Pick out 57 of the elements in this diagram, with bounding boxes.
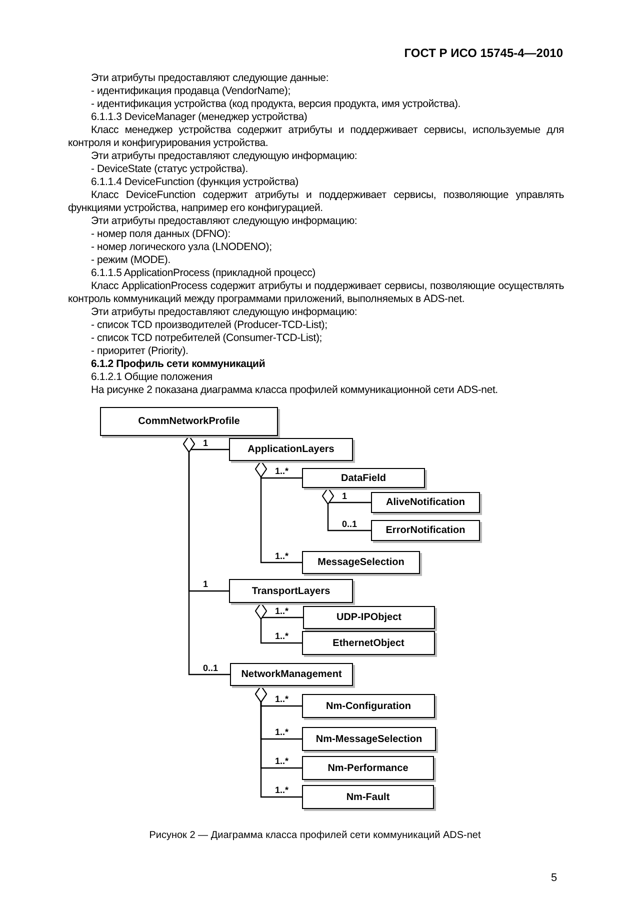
paragraph: 6.1.1.4 DeviceFunction (функция устройства) bbox=[90, 176, 300, 189]
multiplicity-label: 1..* bbox=[274, 727, 290, 737]
paragraph: - номер логического узла (LNODENO); bbox=[90, 241, 273, 254]
class-box: TransportLayers bbox=[229, 579, 353, 603]
class-box: Nm-Performance bbox=[302, 756, 434, 780]
class-box: AliveNotification bbox=[371, 492, 480, 513]
paragraph: Эти атрибуты предоставляют следующую информацию: bbox=[90, 306, 358, 319]
paragraph: Класс DeviceFunction содержит атрибуты и поддерживает сервисы, позволяющие управлять функциями устройства, например его конфигурацией. bbox=[68, 189, 564, 215]
paragraph: - список TCD производителей (Producer-TCD-List); bbox=[90, 319, 328, 332]
multiplicity-label: 1..* bbox=[274, 756, 290, 766]
class-box: ErrorNotification bbox=[371, 520, 480, 541]
aggregation-connector bbox=[322, 488, 371, 532]
paragraph: - список TCD потребителей (Consumer-TCD-List); bbox=[90, 332, 323, 345]
paragraph: - номер поля данных (DFNO): bbox=[90, 228, 232, 241]
paragraph: - идентификация устройства (код продукта, версия продукта, имя устройства). bbox=[90, 98, 462, 111]
multiplicity-label: 1..* bbox=[274, 466, 290, 476]
page-number: 5 bbox=[551, 871, 558, 886]
paragraph: 6.1.1.3 DeviceManager (менеджер устройства) bbox=[90, 111, 308, 124]
class-box: EthernetObject bbox=[302, 631, 435, 655]
multiplicity-label: 0..1 bbox=[341, 518, 358, 528]
paragraph: На рисунке 2 показана диаграмма класса профилей коммуникационной сети ADS-net. bbox=[90, 384, 499, 397]
paragraph: - DeviceState (статус устройства). bbox=[90, 163, 249, 176]
aggregation-connector bbox=[255, 460, 302, 564]
class-box: UDP-IPObject bbox=[303, 606, 435, 629]
class-box: Nm-MessageSelection bbox=[302, 727, 436, 751]
multiplicity-label: 1..* bbox=[274, 785, 290, 795]
paragraph: 6.1.2.1 Общие положения bbox=[90, 371, 214, 384]
multiplicity-label: 1..* bbox=[274, 694, 290, 704]
paragraph: - идентификация продавца (VendorName); bbox=[90, 85, 292, 98]
aggregation-connector bbox=[183, 436, 230, 676]
paragraph: Эти атрибуты предоставляют следующую информацию: bbox=[90, 150, 358, 163]
class-box: Nm-Configuration bbox=[302, 694, 435, 718]
paragraph: - приоритет (Priority). bbox=[90, 345, 190, 358]
aggregation-connector bbox=[255, 686, 302, 798]
multiplicity-label: 1 bbox=[202, 579, 210, 589]
class-box: MessageSelection bbox=[302, 551, 420, 574]
multiplicity-label: 0..1 bbox=[202, 662, 220, 672]
paragraph: Класс менеджер устройства содержит атрибуты и поддерживает сервисы, используемые для контроля и конфигурирования устройства. bbox=[68, 124, 564, 150]
multiplicity-label: 1..* bbox=[274, 550, 290, 560]
class-box: DataField bbox=[302, 468, 425, 488]
paragraph: Класс ApplicationProcess содержит атрибуты и поддерживает сервисы, позволяющие осуществлять контроль коммуникаций между программами приложений, выполняемых в ADS-net. bbox=[68, 280, 564, 306]
aggregation-connector bbox=[255, 602, 302, 644]
paragraph: - режим (MODE). bbox=[90, 254, 172, 267]
class-box: Nm-Fault bbox=[302, 785, 434, 809]
multiplicity-label: 1..* bbox=[274, 606, 290, 616]
multiplicity-label: 1..* bbox=[274, 631, 290, 641]
class-box: NetworkManagement bbox=[230, 663, 353, 686]
section-heading: 6.1.2 Профиль сети коммуникаций bbox=[90, 358, 266, 371]
paragraph: Эти атрибуты предоставляют следующую информацию: bbox=[90, 215, 358, 228]
multiplicity-label: 1 bbox=[202, 438, 210, 448]
paragraph: Эти атрибуты предоставляют следующие данные: bbox=[90, 72, 330, 85]
class-box: ApplicationLayers bbox=[229, 438, 353, 461]
multiplicity-label: 1 bbox=[341, 490, 348, 500]
class-box: CommNetworkProfile bbox=[100, 407, 278, 436]
document-header: ГОСТ Р ИСО 15745-4—2010 bbox=[404, 45, 563, 62]
paragraph: 6.1.1.5 ApplicationProcess (прикладной процесс) bbox=[90, 267, 316, 280]
figure-caption: Рисунок 2 — Диаграмма класса профилей сети коммуникаций ADS-net bbox=[148, 829, 482, 843]
